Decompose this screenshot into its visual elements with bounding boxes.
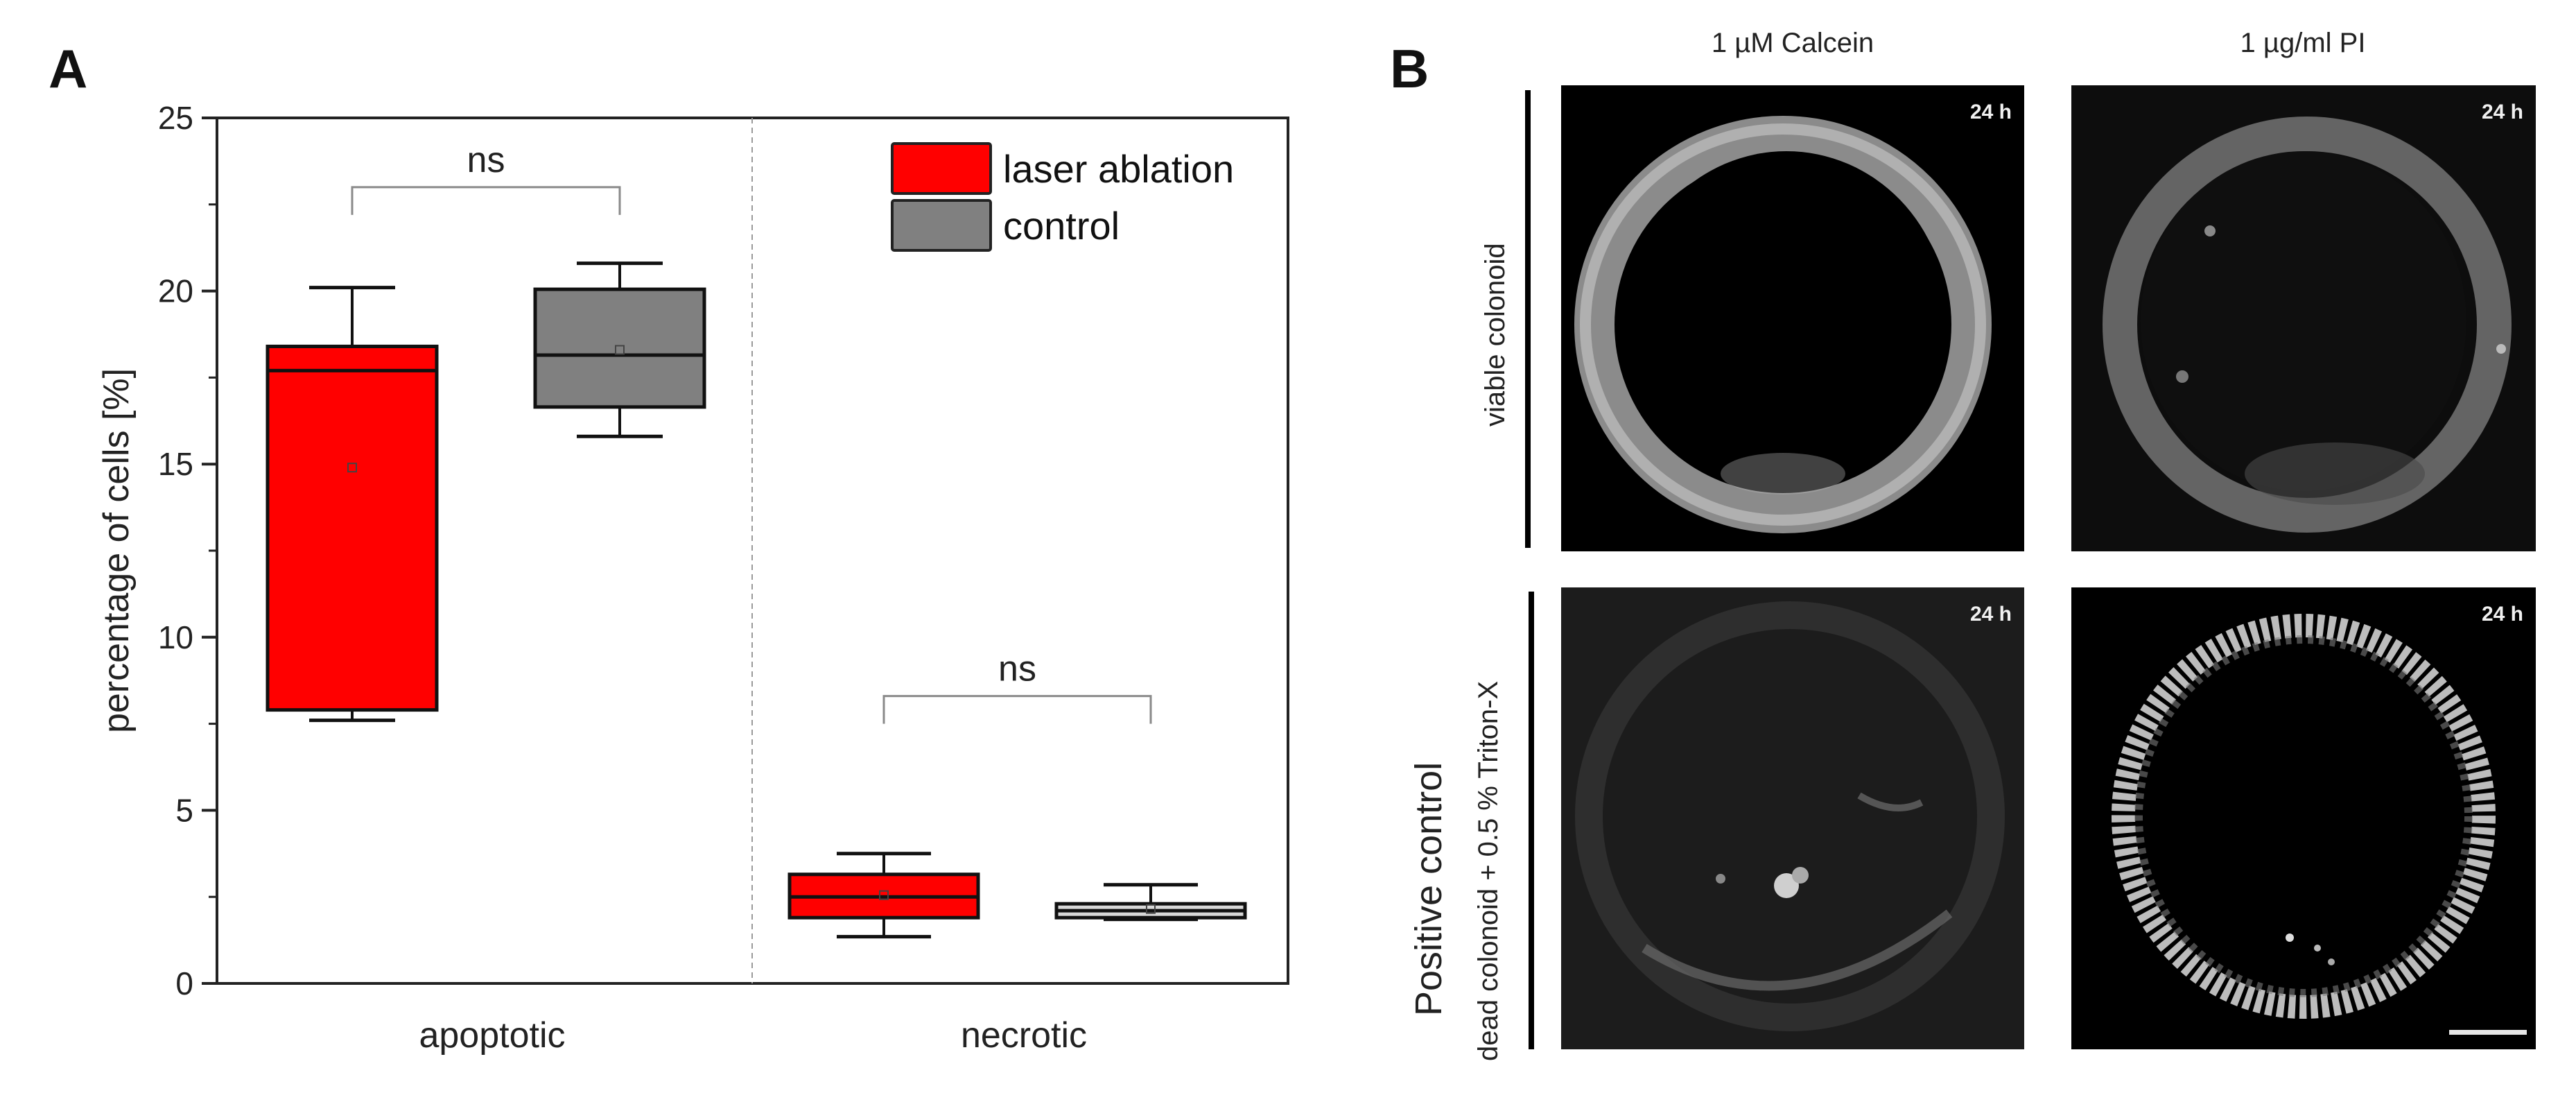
- legend-label-laser-ablation: laser ablation: [1003, 147, 1234, 191]
- legend-swatch-laser-ablation: [891, 142, 992, 195]
- image-viable-calcein: 24 h: [1561, 85, 2024, 551]
- image-positive-pi: 24 h: [2071, 587, 2536, 1049]
- colonoid-nuclei-image: [2112, 614, 2496, 1019]
- significance-bracket: [882, 695, 1152, 724]
- y-tick-label: 20: [158, 273, 193, 309]
- image-viable-pi: 24 h: [2071, 85, 2536, 551]
- significance-bracket: [351, 186, 621, 215]
- colonoid-ring-image: [2103, 117, 2512, 533]
- significance-label: ns: [998, 649, 1036, 689]
- column-title-calcein: 1 µM Calcein: [1711, 28, 1874, 58]
- y-tick-label: 10: [158, 619, 193, 655]
- time-label: 24 h: [2481, 603, 2523, 626]
- x-category-label: necrotic: [961, 1015, 1087, 1056]
- y-tick-label: 5: [175, 792, 193, 828]
- y-tick-label: 0: [175, 965, 193, 1001]
- image-positive-calcein: 24 h: [1561, 587, 2024, 1049]
- box-plot-chart: 0 5 10 15 20 25 percentage of cells [%] apoptot…: [96, 100, 1289, 1056]
- mean-marker: [347, 463, 357, 473]
- y-tick-label: 25: [158, 100, 193, 136]
- row-label-viable: viable colonoid: [1480, 243, 1511, 427]
- time-label: 24 h: [1969, 603, 2012, 626]
- panel-b-label: B: [1390, 38, 1429, 99]
- scale-bar: [2449, 1030, 2527, 1035]
- x-category-label: apoptotic: [419, 1015, 565, 1056]
- column-title-pi: 1 µg/ml PI: [2240, 28, 2366, 58]
- mean-marker: [1146, 904, 1156, 914]
- mean-marker: [879, 890, 889, 900]
- mean-marker: [615, 345, 625, 355]
- legend-swatch-control: [891, 199, 992, 252]
- time-label: 24 h: [1969, 101, 2012, 123]
- legend-label-control: control: [1003, 204, 1120, 248]
- y-tick-label: 15: [158, 446, 193, 482]
- box-control-apoptotic: [533, 287, 706, 409]
- colonoid-faint-image: [1575, 601, 2005, 1031]
- colonoid-ring-image: [1574, 116, 1992, 533]
- row-divider-viable: [1525, 90, 1531, 548]
- panel-a-label: A: [49, 38, 88, 99]
- time-label: 24 h: [2481, 101, 2523, 123]
- row-divider-positive-control: [1529, 592, 1534, 1049]
- row-sublabel-triton: dead colonoid + 0.5 % Triton-X: [1473, 680, 1504, 1061]
- y-axis-label: percentage of cells [%]: [96, 368, 137, 733]
- significance-label: ns: [467, 140, 505, 180]
- box-laser-ablation-apoptotic: [266, 344, 439, 712]
- row-label-positive-control: Positive control: [1408, 761, 1450, 1016]
